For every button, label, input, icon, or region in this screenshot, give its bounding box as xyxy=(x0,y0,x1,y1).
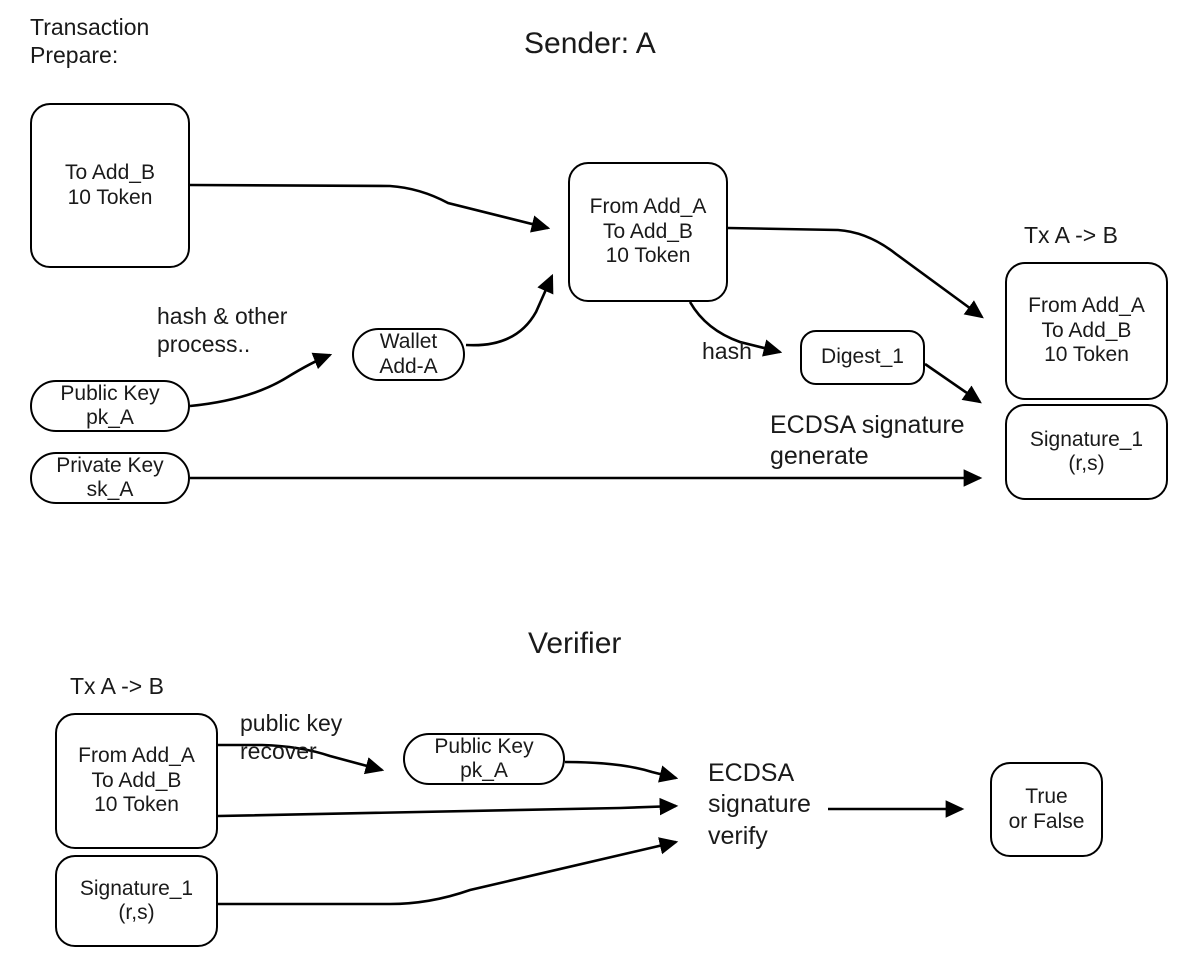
edge-vpublickey-to-verify xyxy=(564,760,679,783)
edge-label-public-key-recover: public key recover xyxy=(240,710,343,764)
edge-digest-to-signature xyxy=(924,362,982,404)
node-wallet-add-a[interactable]: Wallet Add-A xyxy=(352,328,465,381)
edge-label-hash: hash xyxy=(702,338,752,364)
edge-label-hash-and-other-process: hash & other process.. xyxy=(157,303,288,357)
node-verifier-signature-1[interactable]: Signature_1 (r,s) xyxy=(55,855,218,947)
node-verifier-public-key[interactable]: Public Key pk_A xyxy=(403,733,565,785)
node-verification-result[interactable]: True or False xyxy=(990,762,1103,857)
node-unsigned-transaction[interactable]: From Add_A To Add_B 10 Token xyxy=(568,162,728,302)
edge-label-ecdsa-signature-generate: ECDSA signature generate xyxy=(770,411,965,471)
node-sender-public-key[interactable]: Public Key pk_A xyxy=(30,380,190,432)
edge-vtx-to-verify xyxy=(217,797,679,818)
edge-unsignedtx-to-signedtx xyxy=(727,226,984,319)
edge-vsignature-to-verify xyxy=(218,837,679,906)
edge-label-ecdsa-signature-verify: ECDSA signature verify xyxy=(708,759,811,850)
node-verifier-transaction[interactable]: From Add_A To Add_B 10 Token xyxy=(55,713,218,849)
verifier-section-title: Verifier xyxy=(528,627,622,660)
node-sender-private-key[interactable]: Private Key sk_A xyxy=(30,452,190,504)
node-to-add-b[interactable]: To Add_B 10 Token xyxy=(30,103,190,268)
sender-tx-group-title: Tx A -> B xyxy=(1024,222,1118,248)
edge-toaddb-to-unsignedtx xyxy=(189,183,551,233)
verifier-tx-group-title: Tx A -> B xyxy=(70,673,164,699)
node-signature-1[interactable]: Signature_1 (r,s) xyxy=(1005,404,1168,500)
transaction-prepare-caption: Transaction Prepare: xyxy=(30,14,150,68)
sender-section-title: Sender: A xyxy=(524,27,656,60)
edge-publickey-to-wallet xyxy=(189,352,333,408)
node-digest-1[interactable]: Digest_1 xyxy=(800,330,925,385)
node-signed-transaction[interactable]: From Add_A To Add_B 10 Token xyxy=(1005,262,1168,400)
edge-wallet-to-unsignedtx xyxy=(465,273,554,347)
